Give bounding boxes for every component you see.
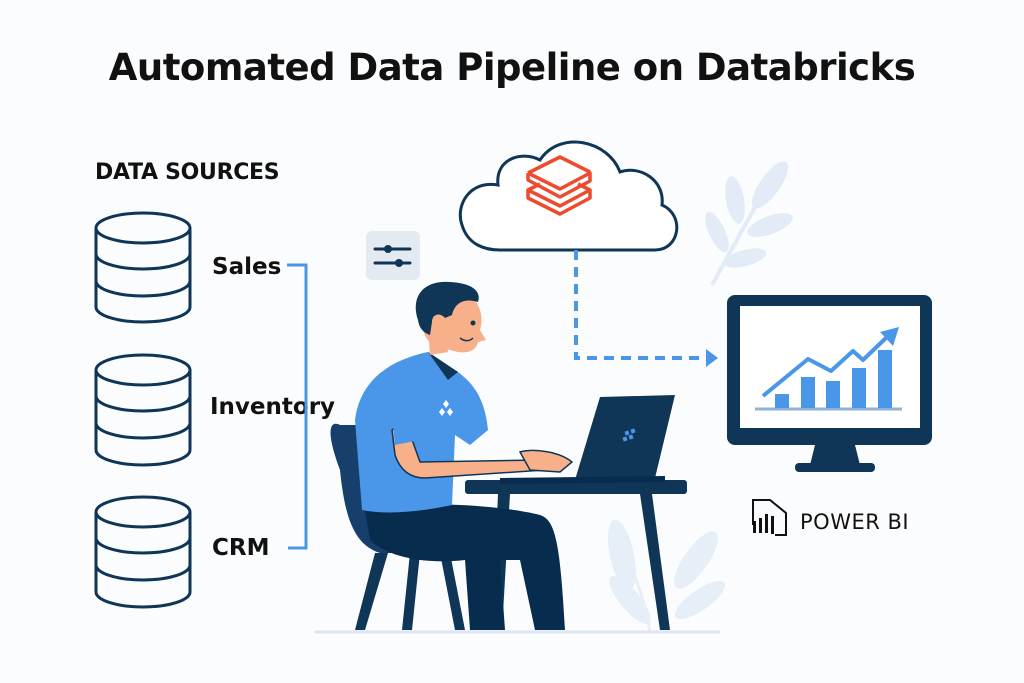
chart-bar [852,368,866,408]
databricks-logo-icon [526,155,592,216]
chart-bar [775,394,789,408]
power-bi-logo-icon [752,499,787,536]
leaf-branch-icon [705,161,793,286]
data-flow-arrow [574,250,705,360]
data-sources-heading: DATA SOURCES [95,160,280,185]
chart-bar [826,381,840,408]
person-icon [355,281,574,630]
power-bi-label: POWER BI [800,510,910,534]
diagram-title: Automated Data Pipeline on Databricks [108,46,916,89]
source-label-inventory: Inventory [210,394,336,420]
database-icon-crm [94,495,192,609]
chair-icon [330,423,465,630]
plant-icon [608,519,726,633]
laptop-icon [500,395,675,484]
source-label-sales: Sales [212,254,282,280]
shirt-logo-icon [439,400,453,416]
source-label-crm: CRM [212,535,270,561]
sources-bracket-connector [287,263,308,550]
sliders-icon[interactable] [366,231,420,280]
chart-bar [801,377,815,408]
monitor-chart-icon [727,295,932,472]
database-icon-inventory [94,353,192,467]
database-icon-sales [94,211,192,324]
laptop-logo-icon [622,428,636,442]
arrow-head-icon [706,349,718,367]
chart-bar [878,350,892,408]
cloud-icon [458,140,679,252]
